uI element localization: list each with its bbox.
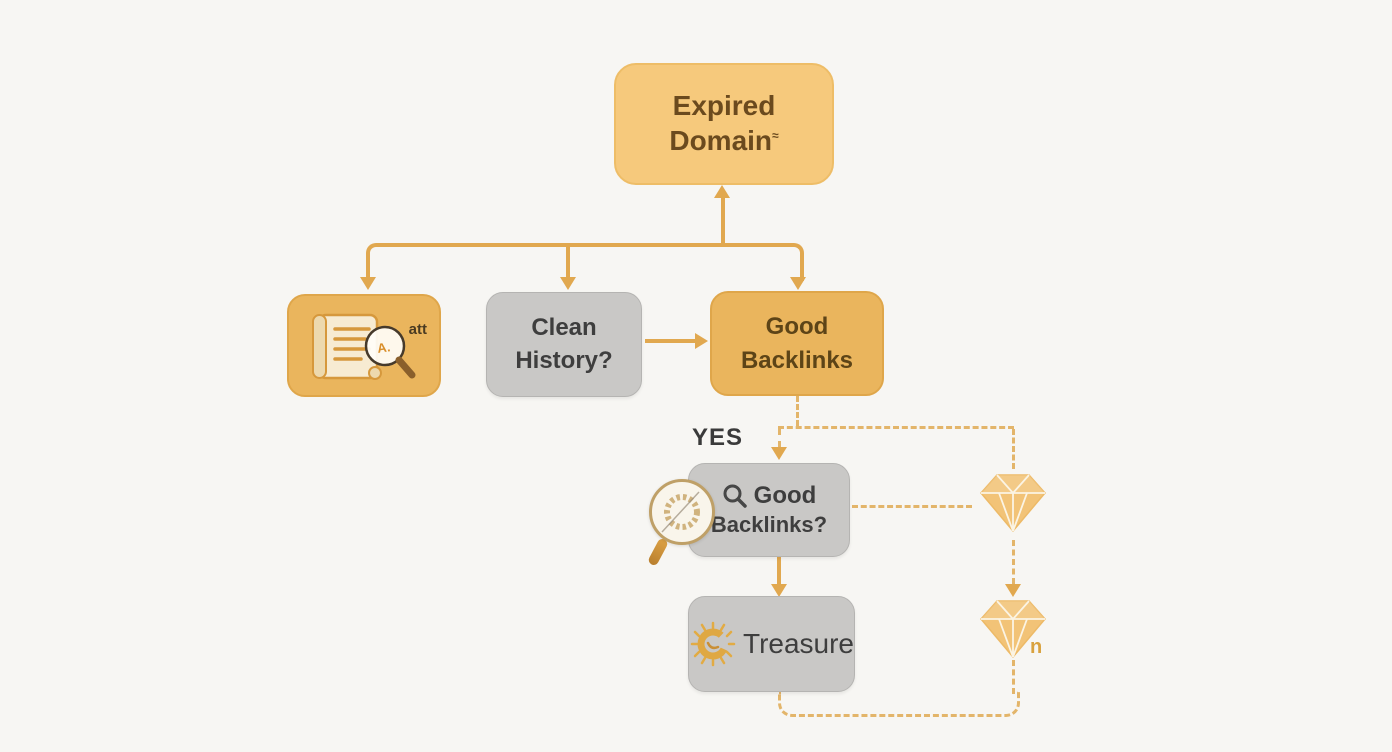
diamond-gem-icon: [980, 600, 1046, 658]
arrow-down-icon: [360, 277, 376, 290]
arrow-down-icon: [790, 277, 806, 290]
connector-riser-to-expired: [721, 198, 725, 244]
scroll-icon: A.: [312, 313, 416, 380]
connector-gbq-to-treasure: [777, 557, 781, 585]
node-scroll-audit: A. att: [287, 294, 441, 397]
search-icon: [723, 484, 747, 508]
node-label-line: Good: [765, 312, 829, 340]
node-label-text: Good: [753, 482, 817, 510]
dashed-gbq-to-diamond1: [852, 505, 972, 508]
gold-coin-emblem-icon: [690, 621, 736, 667]
connector-cleanhistory-to-goodbacklinks: [645, 339, 695, 343]
node-good-backlinks: Good Backlinks: [710, 291, 884, 396]
node-label-line: Backlinks?: [710, 512, 828, 538]
node-label-line: Clean: [531, 314, 597, 342]
node-label-line: History?: [515, 346, 613, 374]
dashed-drop-from-goodbacklinks: [796, 396, 799, 426]
dashed-drop-to-gbq: [778, 429, 781, 447]
dashed-branch-bar: [778, 426, 1014, 429]
diamond-count-label: n: [1030, 636, 1043, 658]
magnifier-icon: A.: [364, 325, 416, 379]
superscript-glyph: ≈: [772, 128, 779, 143]
arrow-down-icon: [771, 447, 787, 460]
arrow-right-icon: [695, 333, 708, 349]
connector-mid-stub: [566, 247, 570, 277]
node-label-text: Domain: [669, 125, 773, 156]
connector-branch-frame: [366, 243, 804, 281]
node-label-line: Domain≈: [669, 124, 778, 159]
node-label-line: Good: [722, 480, 817, 511]
node-label-text: Treasure: [743, 628, 855, 659]
dashed-drop-to-diamond1: [1012, 429, 1015, 469]
arrow-down-icon: [1005, 584, 1021, 597]
arrow-down-icon: [560, 277, 576, 290]
magnifier-lens-icon: [649, 479, 715, 545]
dashed-below-diamond2: [1012, 660, 1015, 694]
node-label-line: Expired: [672, 90, 776, 122]
node-expired-domain: Expired Domain≈: [614, 63, 834, 185]
arrow-up-icon: [714, 185, 730, 198]
dashed-diamond1-to-diamond2: [1012, 540, 1015, 584]
node-clean-history: Clean History?: [486, 292, 642, 397]
diamond-gem-icon: [980, 474, 1046, 532]
scroll-caption: att: [408, 321, 427, 338]
node-good-backlinks-question: Good Backlinks?: [688, 463, 850, 557]
svg-text:A.: A.: [376, 339, 391, 356]
arrow-down-icon: [771, 584, 787, 597]
yes-label: YES: [692, 424, 744, 451]
dashed-return-loop: [778, 691, 1020, 717]
node-label-line: Backlinks: [740, 346, 854, 374]
node-treasure: Treasure: [688, 596, 855, 692]
